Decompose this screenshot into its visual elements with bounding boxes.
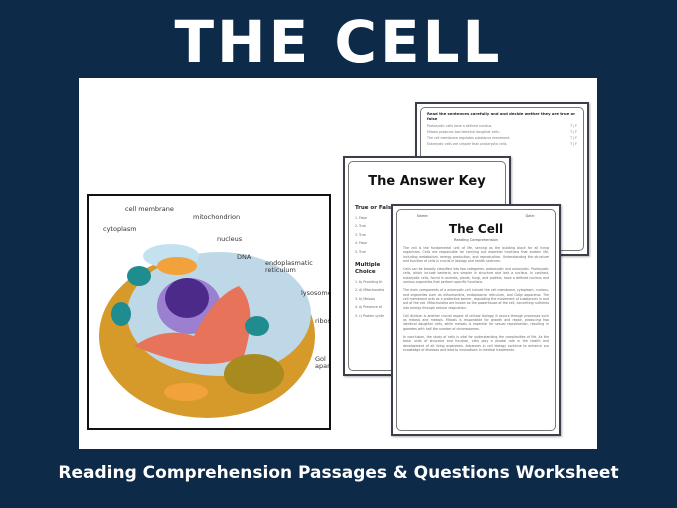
- tf-answers-heading: True or False: [355, 205, 395, 211]
- mitochondrion-shape: [157, 257, 197, 275]
- passage-paragraph: The main components of a eukaryotic cell…: [403, 288, 549, 310]
- mc-answers-heading: Multiple Choice: [355, 262, 381, 275]
- label-cell-membrane: cell membrane: [125, 205, 174, 213]
- tf-answer: 3. True: [355, 232, 366, 237]
- label-golgi: Gol apar: [315, 355, 330, 370]
- passage-page: Name: Date: The Cell Reading Comprehensi…: [391, 204, 561, 436]
- passage-title: The Cell: [448, 222, 504, 236]
- tf-item: Prokaryotic cells have a defined nucleus…: [427, 124, 577, 128]
- tf-answer: 4. False: [355, 241, 368, 246]
- name-label: Name:: [417, 214, 429, 218]
- tf-heading: Read the sentences carefully and and dec…: [427, 111, 576, 121]
- mc-answer: 5. c) Protein synth: [355, 313, 385, 318]
- tf-item: Eukaryotic cells are simpler than prokar…: [427, 142, 577, 146]
- label-nucleus: nucleus: [217, 235, 243, 243]
- label-ribosome: ribos: [315, 317, 331, 325]
- tf-answer: 5. True: [355, 249, 366, 254]
- tf-item: The cell membrane regulates substance mo…: [427, 136, 577, 140]
- mc-answer: 3. b) Meiosis: [355, 296, 376, 301]
- tf-answer: 2. True: [355, 224, 366, 229]
- passage-paragraph: Cell division is another crucial aspect …: [403, 313, 549, 331]
- name-date-row: Name: Date:: [403, 214, 549, 218]
- label-er: endoplasmatic reticulum: [265, 259, 313, 274]
- dna-shape: [165, 278, 209, 318]
- passage-paragraph: In conclusion, the study of cells is vit…: [403, 335, 549, 352]
- vacuole-shape: [127, 266, 151, 286]
- tf-item: Mitosis produces two identical daughter …: [427, 130, 577, 134]
- subtitle-banner: Reading Comprehension Passages & Questio…: [58, 463, 619, 483]
- label-lysosome: lysosome: [301, 289, 331, 297]
- label-cytoplasm: cytoplasm: [103, 225, 137, 233]
- passage-paragraph: The cell is the fundamental unit of life…: [403, 246, 549, 263]
- answer-key-title: The Answer Key: [368, 174, 486, 189]
- tf-answer: 1. False: [355, 216, 368, 220]
- label-dna: DNA: [237, 253, 252, 261]
- mitochondrion-shape-2: [164, 383, 208, 401]
- passage-paragraph: Cells can be broadly classified into two…: [403, 267, 549, 285]
- page-title: THE CELL: [174, 8, 503, 76]
- mc-answer: 4. a) Presence of: [355, 305, 382, 310]
- lysosome-shape: [245, 316, 269, 336]
- passage-subtitle: Reading Comprehension: [454, 238, 498, 242]
- vacuole-shape-2: [111, 302, 131, 326]
- er-shape: [134, 286, 251, 364]
- cell-illustration: [99, 244, 315, 418]
- label-mitochondrion: mitochondrion: [193, 213, 241, 221]
- date-label: Date:: [525, 214, 535, 218]
- golgi-shape: [224, 354, 284, 394]
- cell-diagram: cell membrane mitochondrion cytoplasm nu…: [87, 194, 331, 430]
- mc-answer: 2. d) Mitochondria: [355, 288, 385, 293]
- mc-answer: 1. b) Providing th: [355, 280, 383, 285]
